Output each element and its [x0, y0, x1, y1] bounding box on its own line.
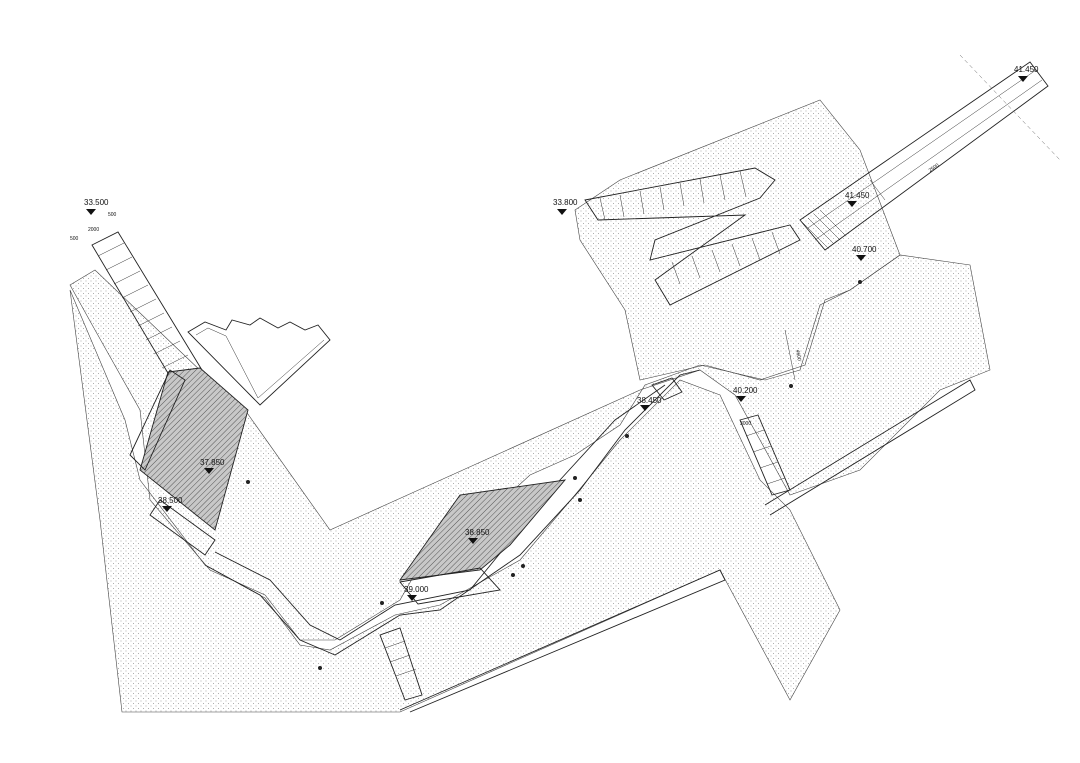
elevation-marker-10: 38.850 [465, 528, 490, 544]
stair-northwest [91, 231, 206, 391]
dimension-500-left: 500 [70, 236, 79, 242]
elevation-marker-7: 40.200 [733, 386, 758, 402]
elevation-marker-6: 38.450 [637, 396, 662, 411]
dimension-500-right: 500 [108, 212, 117, 218]
elevation-label: 40.700 [852, 245, 877, 254]
elevation-marker-8: 37.850 [200, 458, 225, 474]
bridge-northeast [799, 54, 1061, 251]
elevation-label: 33.800 [553, 198, 578, 207]
ground-area-northeast [574, 99, 901, 381]
dimension-2000: 2000 [88, 227, 99, 233]
elevation-label: 38.850 [465, 528, 490, 537]
elevation-label: 38.450 [637, 396, 662, 405]
zigzag-ramp [584, 167, 801, 306]
elevation-marker-1: 33.500 [84, 198, 109, 215]
elevation-label: 33.500 [84, 198, 109, 207]
elevation-label: 41.450 [1014, 65, 1039, 74]
main-path [204, 369, 701, 656]
ground-areas [69, 99, 991, 713]
elevation-label: 39.000 [404, 585, 429, 594]
section-markers [246, 280, 862, 670]
elevation-label: 38.500 [158, 496, 183, 505]
dimension-4600-label: 4600 [794, 349, 802, 361]
boundary-walls [399, 379, 976, 713]
elevation-label: 40.200 [733, 386, 758, 395]
elevation-marker-2: 33.800 [553, 198, 578, 215]
dimension-3000: 3000 [740, 421, 751, 427]
elevation-marker-9: 38.500 [158, 496, 183, 512]
dimension-2500: 2500 [928, 162, 941, 173]
elevation-label: 41.450 [845, 191, 870, 200]
building-outline [187, 317, 331, 406]
elevation-marker-5: 40.700 [852, 245, 877, 261]
elevation-marker-11: 39.000 [404, 585, 429, 601]
platform-west [129, 367, 249, 556]
elevation-label: 37.850 [200, 458, 225, 467]
dimension-labels: 500 2000 500 2500 3000 [70, 162, 941, 427]
elevation-markers: 33.500 33.800 41.450 41.450 40.700 38.45… [84, 65, 1039, 601]
elevation-marker-4: 41.450 [845, 191, 870, 207]
elevation-marker-3: 41.450 [1014, 65, 1039, 82]
dimension-4600: 4600 [784, 329, 802, 381]
